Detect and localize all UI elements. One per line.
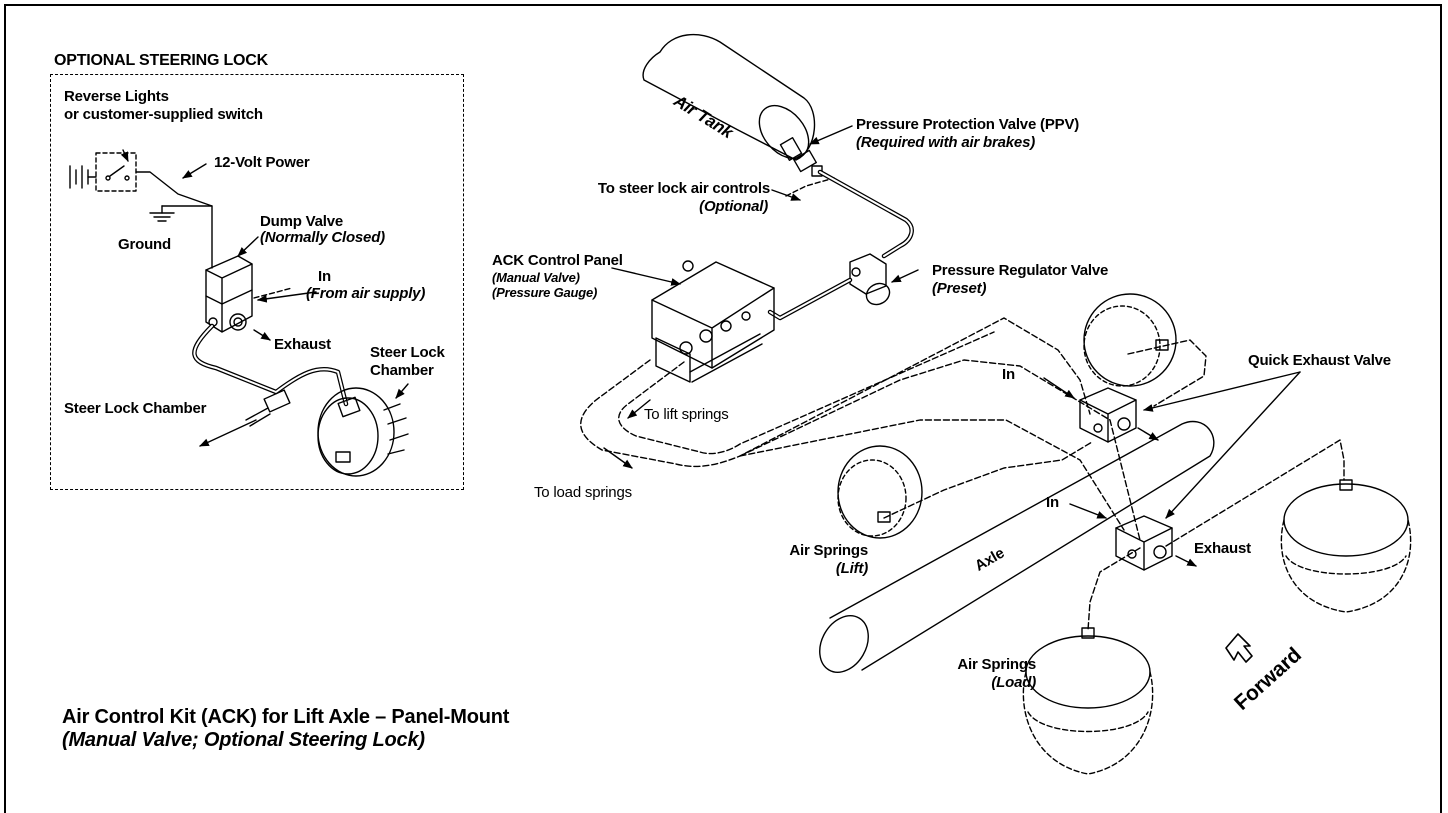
optional-steering-lock-inset — [50, 74, 464, 490]
ground-symbol — [149, 205, 175, 222]
in-label-inset: In — [318, 268, 331, 285]
dump-valve-note: (Normally Closed) — [260, 229, 385, 246]
steer-controls-label: To steer lock air controls — [597, 180, 770, 197]
pressure-regulator-valve — [849, 253, 891, 306]
chamber-right-1: Steer Lock — [370, 344, 445, 361]
air-springs-load-label: Air Springs — [957, 656, 1036, 673]
caption-title: Air Control Kit (ACK) for Lift Axle – Pa… — [62, 706, 510, 728]
quick-exhaust-valve-upper — [1079, 387, 1137, 443]
ppv-fitting — [779, 137, 823, 177]
quick-exhaust-label: Quick Exhaust Valve — [1248, 352, 1391, 369]
caption-subtitle: (Manual Valve; Optional Steering Lock) — [62, 729, 425, 751]
dump-valve-body — [205, 255, 253, 333]
air-springs-load-note: (Load) — [991, 674, 1036, 691]
regulator-note: (Preset) — [932, 280, 987, 297]
dump-valve-label: Dump Valve — [260, 213, 344, 230]
in-note-inset: (From air supply) — [306, 285, 426, 302]
exhaust-label-main: Exhaust — [1194, 540, 1251, 557]
diagram-frame — [4, 4, 1442, 813]
switch-label-1: Reverse Lights — [64, 88, 169, 105]
to-lift-label: To lift springs — [644, 406, 729, 423]
steer-lock-chamber-body — [317, 387, 409, 477]
ack-note-2: (Pressure Gauge) — [492, 285, 598, 300]
steer-controls-note: (Optional) — [699, 198, 768, 215]
axle-tube — [819, 421, 1215, 673]
switch-label-2: or customer-supplied switch — [64, 106, 263, 123]
air-tank-body — [642, 33, 816, 161]
forward-arrow-icon — [1225, 633, 1253, 663]
chamber-left-label: Steer Lock Chamber — [64, 400, 207, 417]
air-spring-load-right — [1280, 479, 1412, 613]
in-label-lower: In — [1046, 494, 1059, 511]
ppv-note: (Required with air brakes) — [856, 134, 1036, 151]
ack-panel-label: ACK Control Panel — [492, 252, 623, 269]
battery-icon — [69, 165, 97, 189]
air-springs-lift-label: Air Springs — [789, 542, 868, 559]
in-label-upper: In — [1002, 366, 1015, 383]
ack-control-panel-body — [651, 260, 775, 383]
regulator-label: Pressure Regulator Valve — [932, 262, 1109, 279]
ppv-label: Pressure Protection Valve (PPV) — [856, 116, 1080, 133]
air-springs-lift-note: (Lift) — [835, 560, 868, 577]
to-load-label: To load springs — [534, 484, 632, 501]
chamber-right-2: Chamber — [370, 362, 434, 379]
inset-title: OPTIONAL STEERING LOCK — [54, 52, 268, 69]
ack-note-1: (Manual Valve) — [492, 270, 580, 285]
air-spring-load-left — [1022, 627, 1154, 775]
quick-exhaust-valve-lower — [1115, 515, 1173, 571]
steer-lock-fitting — [245, 389, 291, 427]
air-spring-lift-upper — [1083, 293, 1177, 387]
ground-label: Ground — [118, 236, 171, 253]
inset-switch-box — [95, 152, 137, 192]
exhaust-label-inset: Exhaust — [274, 336, 331, 353]
air-lines — [580, 317, 1345, 631]
air-spring-lift-lower — [837, 445, 923, 539]
power-label: 12-Volt Power — [214, 154, 310, 171]
